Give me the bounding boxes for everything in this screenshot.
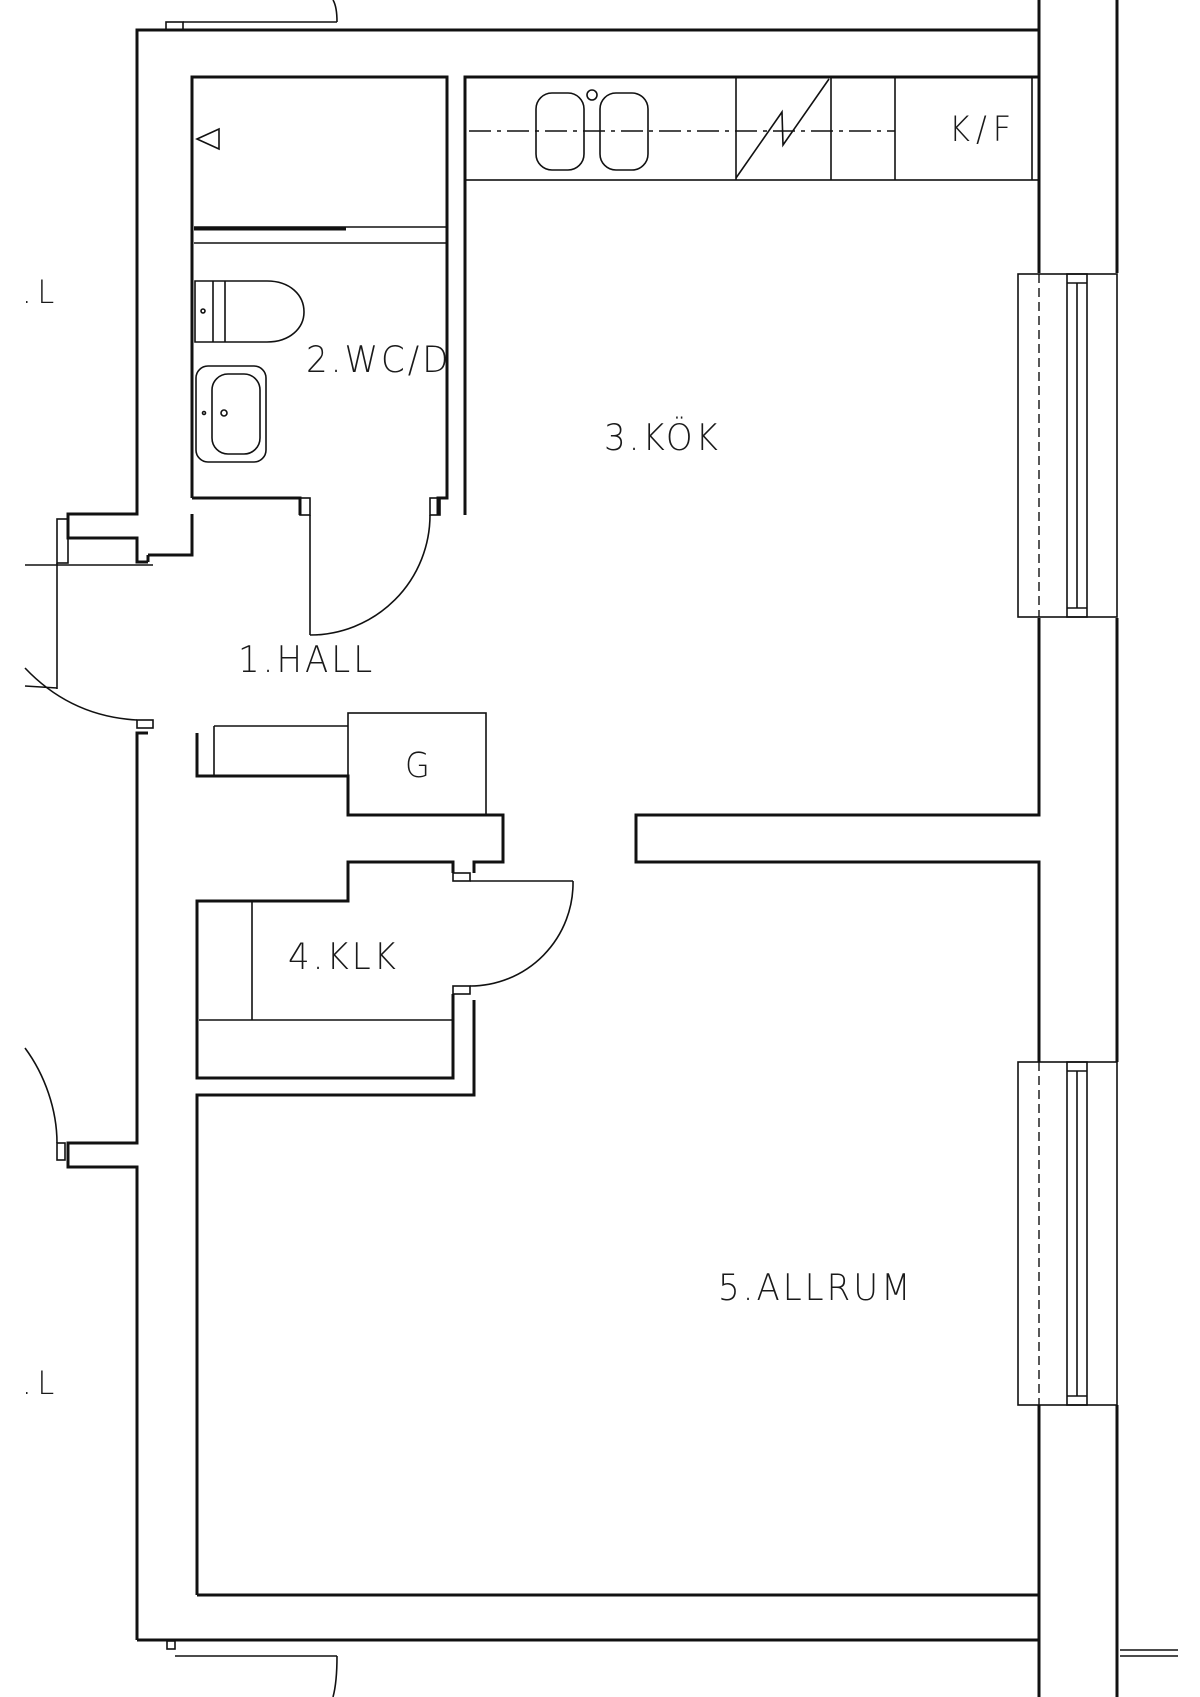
edge-label-bottom: .L [22,1364,61,1403]
door-wc [299,497,441,636]
edge-label-top: .L [22,273,61,312]
fixture-label-fridge-freezer: K/F [949,108,1018,150]
room-label-wc: 2.WC/D [306,338,452,382]
door-lower-left [24,1047,66,1161]
fixture-label-wardrobe: G [405,744,433,786]
door-top [165,0,338,31]
door-klk [452,872,574,995]
door-entrance [24,518,154,729]
room-label-klk: 4.KLK [288,935,399,979]
kitchen-counter [464,76,1040,181]
closet-klk [195,712,505,1080]
room-label-kok: 3.KÖK [604,416,721,460]
outer-walls [66,0,1119,1697]
door-bottom [166,1640,338,1697]
room-label-allrum: 5.ALLRUM [718,1266,914,1310]
wc-walls [146,75,1041,562]
room-label-hall: 1.HALL [238,638,376,682]
window-allrum [1017,1061,1118,1406]
window-kitchen [1017,273,1118,618]
